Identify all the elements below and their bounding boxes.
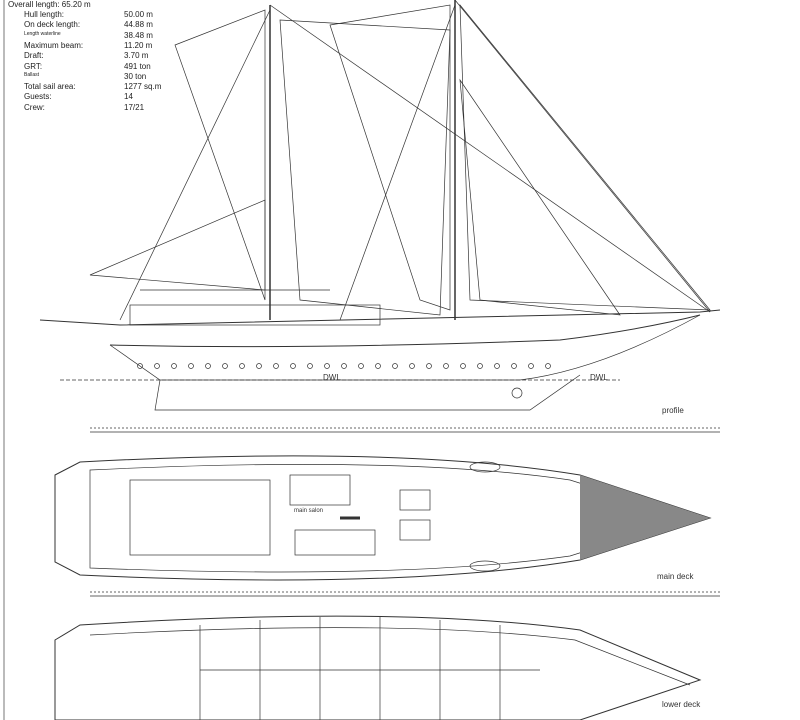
porthole [137,363,143,369]
spec-label: Guests: [24,92,52,102]
porthole [171,363,177,369]
porthole [222,363,228,369]
spec-label: Hull length: [24,10,65,19]
spec-label: Total sail area: [24,82,76,92]
porthole [426,363,432,369]
porthole [392,363,398,369]
spec-label: Maximum beam: [24,40,84,50]
spec-value: 30 ton [124,71,147,81]
main-deck-label: main deck [657,572,694,581]
spec-value: 14 [124,92,133,102]
spec-label: On deck length: [24,20,81,30]
porthole [358,363,364,369]
spec-label: GRT: [24,61,43,71]
porthole [460,363,466,369]
porthole [256,363,262,369]
porthole [375,363,381,369]
lower-deck-plan [54,615,702,720]
porthole [154,363,160,369]
porthole [188,363,194,369]
spec-value: 1277 sq.m [124,82,162,92]
porthole [273,363,279,369]
spec-value: 491 ton [124,61,151,71]
porthole [477,363,483,369]
lower-deck-label: lower deck [662,700,701,709]
spec-label: Crew: [24,102,45,112]
spec-value: 50.00 m [124,10,153,19]
dwl-label-aft: DWL [323,373,341,382]
porthole [494,363,500,369]
porthole [511,363,517,369]
porthole [205,363,211,369]
porthole [290,363,296,369]
spec-value: 44.88 m [124,20,153,30]
rigging [89,0,711,321]
dwl-label-fwd: DWL [590,373,608,382]
spec-value: 3.70 m [124,51,149,61]
porthole [545,363,551,369]
scale-rulers [90,427,720,597]
main-deck-plan [54,455,712,581]
hull-profile [39,289,721,411]
main-salon-label: main salon [294,508,324,514]
porthole [528,363,534,369]
porthole [443,363,449,369]
spec-value: 38.48 m [124,30,153,40]
overall-length: Overall length: 65.20 m [8,0,91,9]
spec-label: Length waterline [24,30,61,37]
profile-label: profile [662,406,684,415]
porthole [324,363,330,369]
spec-label: Draft: [24,51,44,61]
spec-label: Ballast [24,71,40,78]
porthole [307,363,313,369]
porthole [239,363,245,369]
spec-value: 17/21 [124,102,145,112]
portholes [137,363,551,369]
spec-value: 11.20 m [124,40,153,50]
porthole [341,363,347,369]
porthole [409,363,415,369]
